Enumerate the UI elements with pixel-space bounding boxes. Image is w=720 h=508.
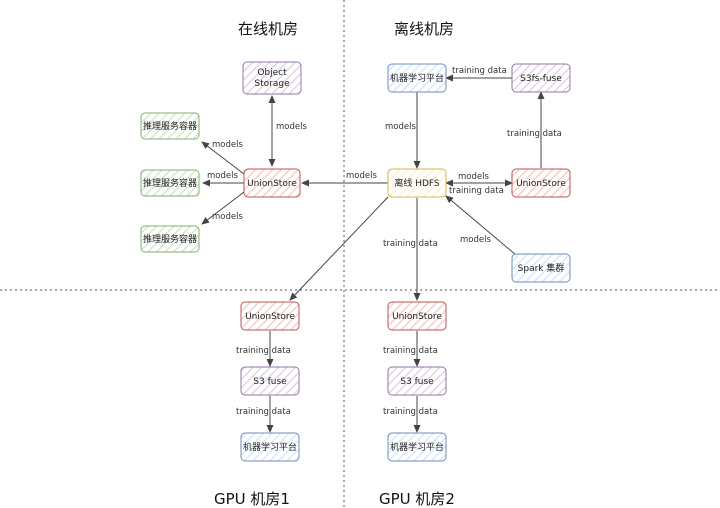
node-unionstore-gpu1: UnionStore (240, 301, 300, 331)
edge-hdfs-gpu1 (289, 196, 389, 301)
svg-text:机器学习平台: 机器学习平台 (390, 441, 444, 453)
edge-label-union-infer1: models (212, 140, 243, 150)
region-title-gpu1: GPU 机房1 (214, 490, 290, 508)
svg-text:S3fs-fuse: S3fs-fuse (520, 74, 562, 84)
edge-label-hdfs-union-online: models (346, 171, 377, 181)
svg-text:离线 HDFS: 离线 HDFS (394, 177, 440, 189)
edge-label-gpu2-union-fuse: training data (383, 346, 438, 356)
edge-label-union-infer3: models (212, 212, 243, 222)
svg-text:UnionStore: UnionStore (392, 312, 442, 322)
node-s3fs-fuse: S3fs-fuse (511, 63, 571, 93)
edge-label-union-s3fs: training data (507, 129, 562, 139)
node-s3fuse-gpu1: S3 fuse (240, 366, 300, 396)
svg-text:Storage: Storage (254, 79, 290, 89)
svg-text:机器学习平台: 机器学习平台 (390, 72, 444, 84)
node-unionstore-offline: UnionStore (511, 168, 571, 198)
node-inference-container-2: 推理服务容器 (140, 169, 200, 197)
node-ml-platform-gpu1: 机器学习平台 (240, 432, 300, 462)
edge-label-gpu1-union-fuse: training data (236, 346, 291, 356)
node-ml-platform-gpu2: 机器学习平台 (387, 432, 447, 462)
edge-label-gpu2-fuse-ml: training data (383, 407, 438, 417)
node-unionstore-gpu2: UnionStore (387, 301, 447, 331)
edge-union-infer1 (201, 141, 245, 175)
svg-text:UnionStore: UnionStore (516, 179, 566, 189)
node-object-storage: Object Storage (242, 61, 302, 95)
edge-label-union-infer2: models (207, 171, 238, 181)
svg-text:Object: Object (257, 68, 287, 78)
svg-text:S3 fuse: S3 fuse (400, 377, 434, 387)
node-inference-container-3: 推理服务容器 (140, 225, 200, 253)
svg-text:UnionStore: UnionStore (245, 312, 295, 322)
edge-spark-hdfs (445, 195, 517, 256)
node-spark-cluster: Spark 集群 (511, 253, 571, 283)
node-offline-hdfs: 离线 HDFS (387, 168, 447, 198)
svg-text:推理服务容器: 推理服务容器 (143, 233, 197, 245)
node-s3fuse-gpu2: S3 fuse (387, 366, 447, 396)
edge-label-spark-hdfs: models (460, 235, 491, 245)
edge-union-infer3 (201, 191, 245, 225)
node-unionstore-online: UnionStore (243, 168, 301, 198)
svg-text:推理服务容器: 推理服务容器 (143, 120, 197, 132)
region-title-gpu2: GPU 机房2 (379, 490, 455, 508)
svg-text:S3 fuse: S3 fuse (253, 377, 287, 387)
svg-text:Spark 集群: Spark 集群 (518, 262, 565, 274)
edge-label-hdfs-gpu2: training data (383, 239, 438, 249)
region-title-offline: 离线机房 (394, 20, 454, 38)
edge-label-storage-unionstore: models (276, 122, 307, 132)
svg-text:机器学习平台: 机器学习平台 (243, 441, 297, 453)
edge-label-hdfs-union-offline-models: models (458, 172, 489, 182)
svg-text:UnionStore: UnionStore (247, 179, 297, 189)
node-inference-container-1: 推理服务容器 (140, 112, 200, 140)
region-title-online: 在线机房 (238, 20, 298, 38)
edge-label-ml-hdfs: models (385, 122, 416, 132)
edge-label-s3fs-ml: training data (452, 66, 507, 76)
edge-label-gpu1-fuse-ml: training data (236, 407, 291, 417)
edge-label-hdfs-union-offline-training: training data (449, 186, 504, 196)
node-ml-platform-offline: 机器学习平台 (387, 63, 447, 93)
svg-text:推理服务容器: 推理服务容器 (143, 177, 197, 189)
